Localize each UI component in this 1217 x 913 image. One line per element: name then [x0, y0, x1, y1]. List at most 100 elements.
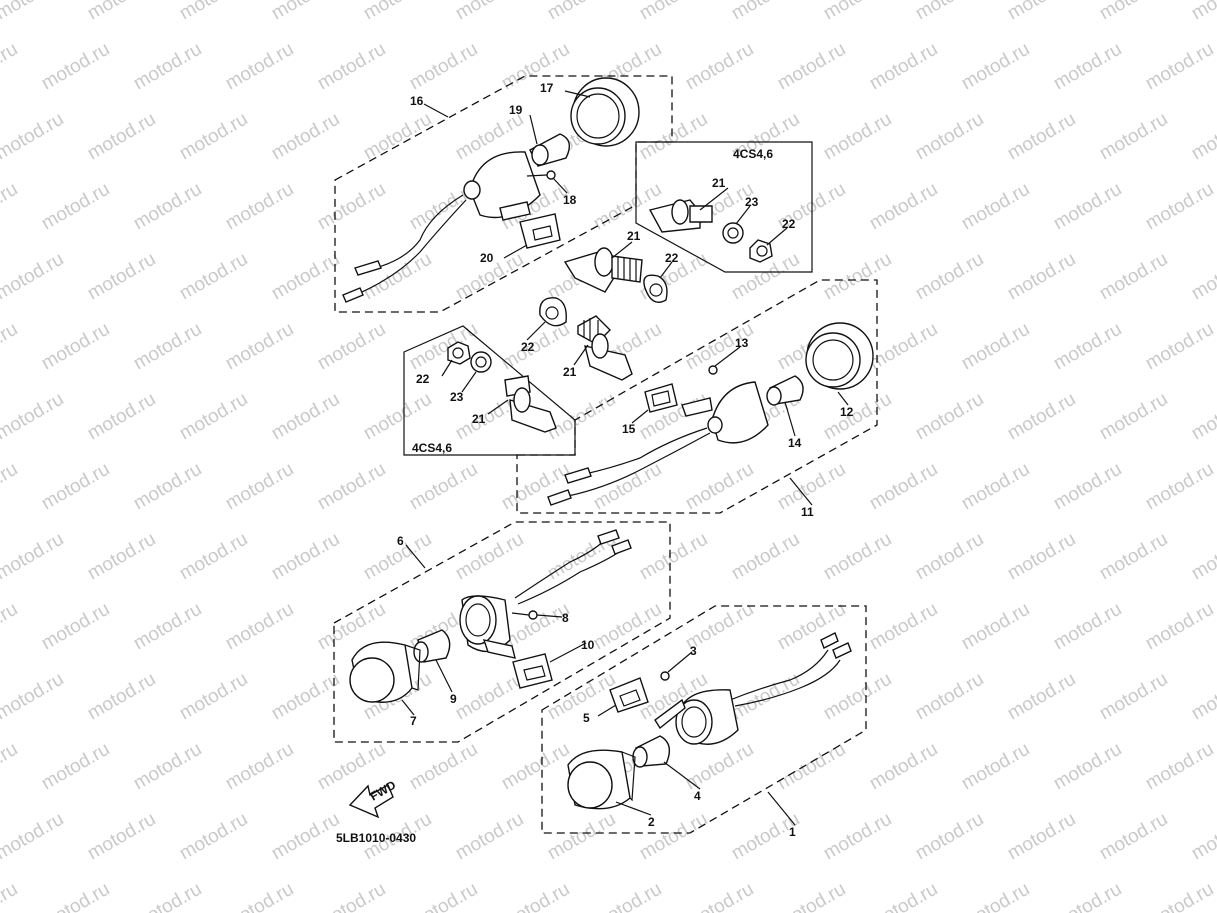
- watermark-text: motod.ru: [1004, 109, 1079, 165]
- watermark-text: motod.ru: [0, 319, 21, 375]
- watermark-text: motod.ru: [1188, 529, 1217, 585]
- watermark-text: motod.ru: [1188, 669, 1217, 725]
- watermark-text: motod.ru: [544, 389, 619, 445]
- callout-12: 12: [840, 405, 854, 419]
- watermark-text: motod.ru: [958, 599, 1033, 655]
- watermark-text: motod.ru: [0, 249, 67, 305]
- callout-21-c: 21: [563, 365, 577, 379]
- watermark-text: motod.ru: [38, 879, 113, 913]
- callout-3: 3: [690, 644, 697, 658]
- watermark-text: motod.ru: [222, 319, 297, 375]
- callout-21-b: 21: [627, 229, 641, 243]
- watermark-text: motod.ru: [958, 179, 1033, 235]
- watermark-text: motod.ru: [360, 249, 435, 305]
- callout-14: 14: [788, 436, 802, 450]
- watermark-text: motod.ru: [268, 0, 343, 24]
- watermark-text: motod.ru: [1096, 389, 1171, 445]
- variant-box-upper-parts: [648, 199, 773, 263]
- watermark-text: motod.ru: [774, 39, 849, 95]
- watermark-text: motod.ru: [0, 529, 67, 585]
- watermark-text: motod.ru: [636, 109, 711, 165]
- watermark-text: motod.ru: [314, 39, 389, 95]
- watermark-text: motod.ru: [1188, 389, 1217, 445]
- watermark-text: motod.ru: [0, 179, 21, 235]
- watermark-text: motod.ru: [130, 599, 205, 655]
- watermark-text: motod.ru: [498, 459, 573, 515]
- watermark-text: motod.ru: [1050, 879, 1125, 913]
- watermark-text: motod.ru: [958, 459, 1033, 515]
- watermark-text: motod.ru: [774, 599, 849, 655]
- watermark-text: motod.ru: [1050, 459, 1125, 515]
- callout-9: 9: [450, 692, 457, 706]
- watermark-text: motod.ru: [1004, 809, 1079, 865]
- watermark-text: motod.ru: [176, 109, 251, 165]
- watermark-text: motod.ru: [38, 319, 113, 375]
- watermark-text: motod.ru: [38, 179, 113, 235]
- watermark-text: motod.ru: [866, 39, 941, 95]
- watermark-text: motod.ru: [130, 879, 205, 913]
- watermark-text: motod.ru: [222, 39, 297, 95]
- watermark-text: motod.ru: [222, 459, 297, 515]
- leader-lines: [401, 90, 849, 826]
- watermark-text: motod.ru: [452, 529, 527, 585]
- callout-4: 4: [694, 789, 701, 803]
- watermark-text: motod.ru: [130, 39, 205, 95]
- watermark-text: motod.ru: [498, 39, 573, 95]
- watermark-text: motod.ru: [912, 109, 987, 165]
- watermark-text: motod.ru: [728, 529, 803, 585]
- watermark-text: motod.ru: [912, 0, 987, 24]
- watermark-text: motod.ru: [498, 879, 573, 913]
- watermark-text: motod.ru: [268, 669, 343, 725]
- watermark-text: motod.ru: [176, 529, 251, 585]
- watermark-text: motod.ru: [1050, 599, 1125, 655]
- watermark-text: motod.ru: [84, 109, 159, 165]
- watermark-text: motod.ru: [1142, 179, 1217, 235]
- watermark-text: motod.ru: [268, 249, 343, 305]
- watermark-text: motod.ru: [958, 879, 1033, 913]
- watermark-text: motod.ru: [590, 179, 665, 235]
- variant-box-lower-parts: [447, 341, 557, 433]
- watermark-text: motod.ru: [84, 529, 159, 585]
- watermark-text: motod.ru: [0, 599, 21, 655]
- watermark-text: motod.ru: [406, 39, 481, 95]
- callout-19: 19: [509, 103, 523, 117]
- watermark-text: motod.ru: [38, 39, 113, 95]
- watermark-text: motod.ru: [1096, 669, 1171, 725]
- assembly-1-parts: [567, 632, 852, 810]
- watermark-text: motod.ru: [1004, 389, 1079, 445]
- callout-13: 13: [735, 336, 749, 350]
- watermark-text: motod.ru: [38, 739, 113, 795]
- watermark-text: motod.ru: [1142, 879, 1217, 913]
- variant-box-lower: [403, 325, 576, 456]
- watermark-text: motod.ru: [0, 39, 21, 95]
- watermark-text: motod.ru: [176, 0, 251, 24]
- watermark-text: motod.ru: [820, 109, 895, 165]
- watermark-text: motod.ru: [1188, 809, 1217, 865]
- watermark-text: motod.ru: [406, 739, 481, 795]
- watermark-text: motod.ru: [912, 669, 987, 725]
- watermark-text: motod.ru: [1004, 0, 1079, 24]
- watermark-text: motod.ru: [0, 739, 21, 795]
- watermark-text: motod.ru: [912, 249, 987, 305]
- watermark-text: motod.ru: [406, 879, 481, 913]
- callout-5: 5: [583, 711, 590, 725]
- watermark-text: motod.ru: [590, 599, 665, 655]
- watermark-text: motod.ru: [268, 389, 343, 445]
- watermark-text: motod.ru: [314, 459, 389, 515]
- bracket-mid-lower: [539, 297, 633, 381]
- watermark-text: motod.ru: [0, 879, 21, 913]
- diagram-code: 5LB1010-0430: [336, 831, 416, 845]
- watermark-text: motod.ru: [1142, 459, 1217, 515]
- watermark-text: motod.ru: [1142, 739, 1217, 795]
- watermark-text: motod.ru: [360, 0, 435, 24]
- callout-22-c: 22: [521, 340, 535, 354]
- watermark-text: motod.ru: [84, 809, 159, 865]
- watermark-text: motod.ru: [682, 739, 757, 795]
- callout-7: 7: [410, 714, 417, 728]
- callout-15: 15: [622, 422, 636, 436]
- watermark-text: motod.ru: [222, 879, 297, 913]
- assembly-6-parts: [349, 529, 632, 703]
- watermark-text: motod.ru: [1096, 0, 1171, 24]
- assembly-16-parts: [342, 77, 640, 303]
